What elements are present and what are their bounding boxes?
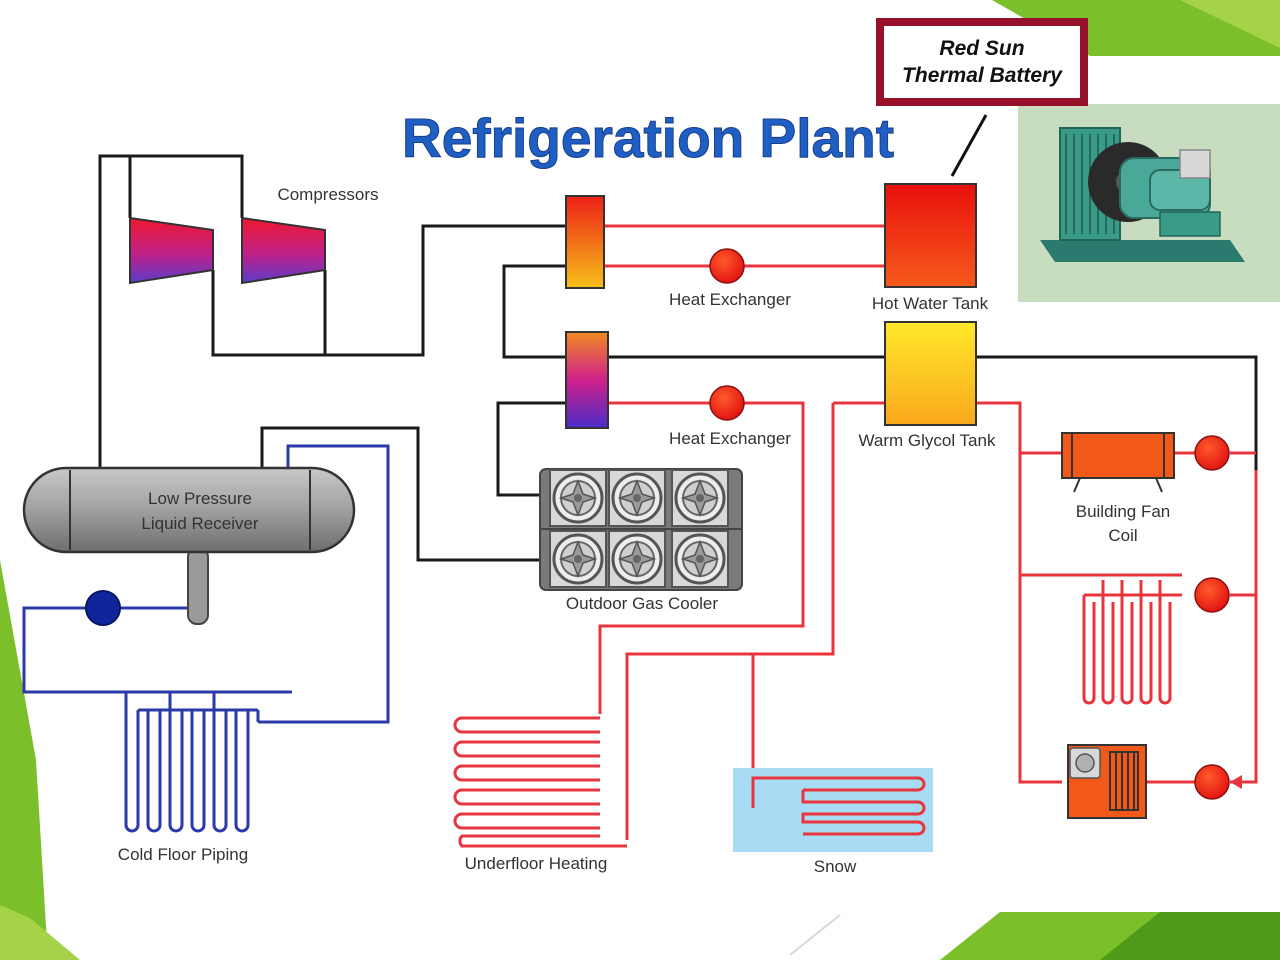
heat-exchanger-mid-icon: [565, 331, 609, 429]
red-sun-callout: Red Sun Thermal Battery: [876, 18, 1088, 106]
building-fan-coil-icon: [1061, 432, 1175, 493]
label-building-fan-line1: Building Fan: [1076, 502, 1171, 521]
snow-area: [733, 768, 933, 852]
air-handler-icon: [1067, 744, 1147, 819]
callout-line2: Thermal Battery: [902, 64, 1062, 87]
label-compressors: Compressors: [277, 185, 378, 204]
flow-arrow-icon: [1230, 775, 1242, 789]
condensing-unit-photo: [1018, 104, 1280, 302]
co2-piping: [98, 154, 1258, 562]
heat-exchanger-top-icon: [565, 195, 605, 289]
label-heat-exchanger-top: Heat Exchanger: [669, 290, 791, 309]
radiator-icon: [1082, 580, 1182, 705]
label-heat-exchanger-mid: Heat Exchanger: [669, 429, 791, 448]
liquid-receiver-icon: [22, 466, 356, 625]
callout-line1: Red Sun: [939, 37, 1025, 60]
callout-pointer: [950, 114, 988, 177]
label-receiver-line1: Low Pressure: [148, 489, 252, 508]
cold-floor-piping: [22, 444, 390, 833]
cold-pump-icon: [85, 590, 121, 626]
label-warm-glycol-tank: Warm Glycol Tank: [859, 431, 996, 450]
pump-fan-coil-icon: [1194, 435, 1230, 471]
pump-top-icon: [709, 248, 745, 284]
label-building-fan-line2: Coil: [1108, 526, 1137, 545]
warm-glycol-tank-icon: [884, 321, 977, 426]
label-cold-floor: Cold Floor Piping: [118, 845, 248, 864]
pump-mid-icon: [709, 385, 745, 421]
compressor-1-icon: [129, 216, 214, 285]
label-gas-cooler: Outdoor Gas Cooler: [566, 594, 718, 613]
label-receiver-line2: Liquid Receiver: [141, 514, 259, 533]
pump-air-handler-icon: [1194, 764, 1230, 800]
snow-melt-coil: [751, 776, 926, 836]
pump-radiator-icon: [1194, 577, 1230, 613]
label-underfloor: Underfloor Heating: [465, 854, 608, 873]
page-title: Refrigeration Plant: [402, 107, 894, 169]
hot-water-tank-icon: [884, 183, 977, 288]
gas-cooler-icon: [539, 468, 743, 591]
label-hot-water-tank: Hot Water Tank: [872, 294, 989, 313]
compressor-2-icon: [241, 216, 326, 285]
underfloor-heating-coil: [453, 716, 627, 848]
label-snow: Snow: [814, 857, 857, 876]
